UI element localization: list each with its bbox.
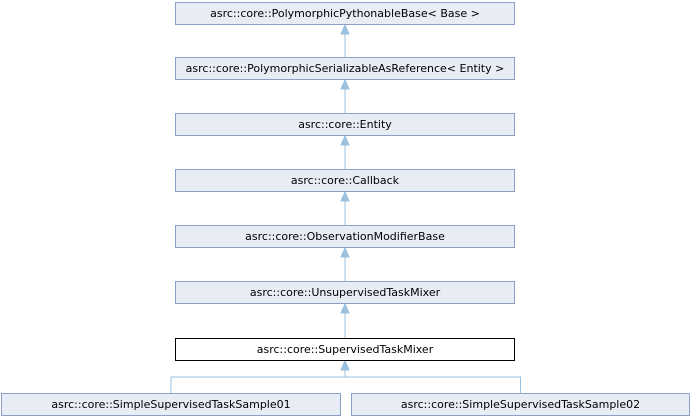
inheritance-edge [340,359,521,394]
class-node-label: asrc::core::SimpleSupervisedTaskSample02 [401,398,640,411]
class-node-box [175,281,515,304]
arrowhead [340,134,350,146]
inheritance-edge [340,302,350,339]
arrowhead [340,302,350,314]
arrowhead [340,246,350,258]
class-node-simplesupervisedtasksample01[interactable]: asrc::core::SimpleSupervisedTaskSample01 [1,393,341,416]
class-node-entity[interactable]: asrc::core::Entity [175,113,515,136]
class-node-box [175,113,515,136]
arrowhead [340,78,350,90]
class-node-box [175,169,515,192]
class-node-label: asrc::core::ObservationModifierBase [245,230,445,243]
class-node-box [175,2,515,25]
inheritance-edge [340,134,350,170]
class-node-box [175,338,515,361]
edge-line [170,370,346,394]
class-node-label: asrc::core::PolymorphicSerializableAsRef… [186,62,505,75]
inheritance-edge [170,359,350,394]
class-node-label: asrc::core::UnsupervisedTaskMixer [250,286,441,299]
class-node-polymorphicserializableasreference-entity[interactable]: asrc::core::PolymorphicSerializableAsRef… [175,57,515,80]
edges-layer [170,23,521,394]
class-node-label: asrc::core::Callback [291,174,400,187]
edge-line [344,370,521,394]
inheritance-edge [340,78,350,114]
class-node-simplesupervisedtasksample02[interactable]: asrc::core::SimpleSupervisedTaskSample02 [351,393,690,416]
arrowhead [340,359,350,371]
arrowhead [340,190,350,202]
class-node-label: asrc::core::SimpleSupervisedTaskSample01 [51,398,290,411]
class-node-unsupervisedtaskmixer[interactable]: asrc::core::UnsupervisedTaskMixer [175,281,515,304]
class-node-box [175,57,515,80]
class-node-supervisedtaskmixer[interactable]: asrc::core::SupervisedTaskMixer [175,338,515,361]
class-node-callback[interactable]: asrc::core::Callback [175,169,515,192]
class-node-label: asrc::core::PolymorphicPythonableBase< B… [210,7,480,20]
class-node-label: asrc::core::SupervisedTaskMixer [257,343,434,356]
class-node-polymorphicpythonablebase-base[interactable]: asrc::core::PolymorphicPythonableBase< B… [175,2,515,25]
class-node-observationmodifierbase[interactable]: asrc::core::ObservationModifierBase [175,225,515,248]
inheritance-edge [340,246,350,282]
class-node-box [175,225,515,248]
inheritance-edge [340,23,350,58]
class-node-label: asrc::core::Entity [298,118,392,131]
inheritance-edge [340,190,350,226]
arrowhead [340,23,350,35]
